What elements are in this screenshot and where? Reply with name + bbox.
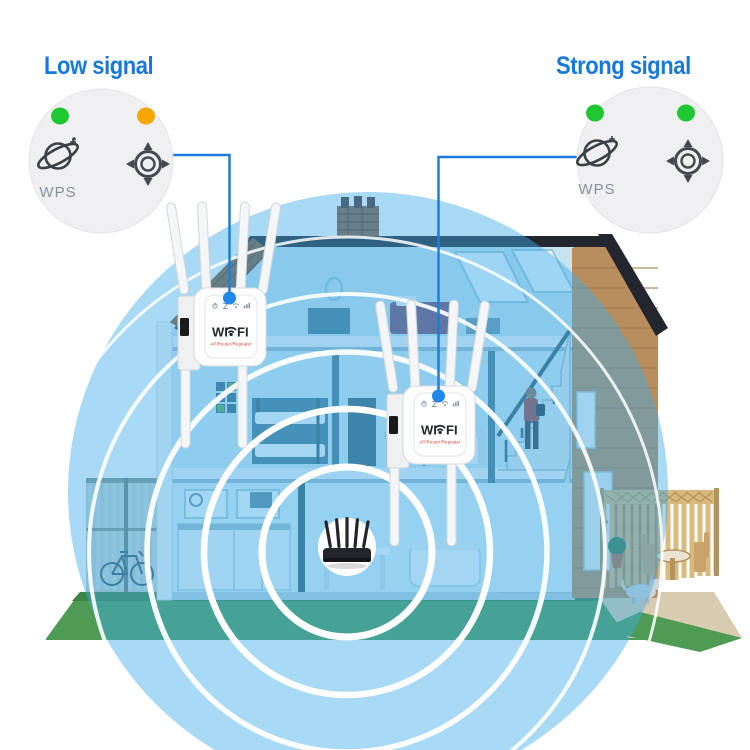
patio bbox=[600, 488, 719, 604]
wifi-logo: WI FI bbox=[421, 423, 458, 438]
wifi-arcs-icon bbox=[434, 424, 446, 429]
patio-table-set bbox=[641, 532, 709, 580]
wps-label: WPS bbox=[39, 184, 76, 201]
antennas bbox=[166, 201, 281, 449]
ground-floor bbox=[172, 483, 572, 592]
wps-button-icon[interactable] bbox=[574, 136, 619, 170]
signal-button-icon[interactable] bbox=[666, 139, 710, 183]
dog bbox=[621, 572, 661, 604]
ethernet-port bbox=[389, 416, 398, 434]
wps-label: WPS bbox=[578, 181, 615, 198]
ethernet-port bbox=[180, 318, 189, 336]
svg-text:FI: FI bbox=[446, 423, 458, 438]
signal-led bbox=[137, 107, 155, 125]
wifi-arcs-icon bbox=[225, 326, 237, 331]
device-sub-label: AP/Router/Repeater bbox=[419, 440, 461, 445]
svg-text:WI: WI bbox=[421, 423, 437, 438]
repeater-device-low: WI FI AP/Router/Repeater bbox=[166, 201, 281, 449]
wps-button-icon[interactable] bbox=[35, 137, 80, 173]
svg-text:FI: FI bbox=[237, 325, 249, 340]
router bbox=[318, 517, 376, 576]
signal-led bbox=[677, 104, 695, 122]
device-panel-zoom bbox=[28, 88, 174, 234]
callout-low-signal: Low signal WPS bbox=[28, 52, 174, 234]
signal-button-icon[interactable] bbox=[126, 142, 170, 186]
status-icons bbox=[421, 400, 460, 407]
connector-line-low bbox=[173, 153, 231, 294]
low-signal-title: Low signal bbox=[44, 52, 153, 80]
wifi-logo: WI FI bbox=[212, 325, 249, 340]
callout-connectors bbox=[173, 153, 577, 403]
plant-pot bbox=[608, 537, 626, 568]
signal-rings bbox=[30, 235, 664, 750]
status-icons bbox=[212, 302, 251, 309]
strong-signal-title: Strong signal bbox=[556, 52, 691, 80]
antennas bbox=[375, 299, 490, 547]
power-led bbox=[586, 104, 604, 122]
device-sub-label: AP/Router/Repeater bbox=[210, 342, 252, 347]
power-led bbox=[51, 107, 69, 125]
svg-text:WI: WI bbox=[212, 325, 228, 340]
callout-strong-signal: Strong signal WPS bbox=[556, 52, 724, 234]
chimney bbox=[337, 196, 379, 238]
person-on-stairs bbox=[524, 387, 545, 449]
left-exterior-wall bbox=[156, 321, 173, 601]
bicycle bbox=[100, 550, 154, 586]
connector-dot-strong bbox=[432, 389, 445, 403]
repeater-device-strong: WI FI AP/Router/Repeater bbox=[375, 299, 490, 547]
connector-dot-low bbox=[223, 291, 236, 305]
connector-line-strong bbox=[437, 155, 577, 392]
